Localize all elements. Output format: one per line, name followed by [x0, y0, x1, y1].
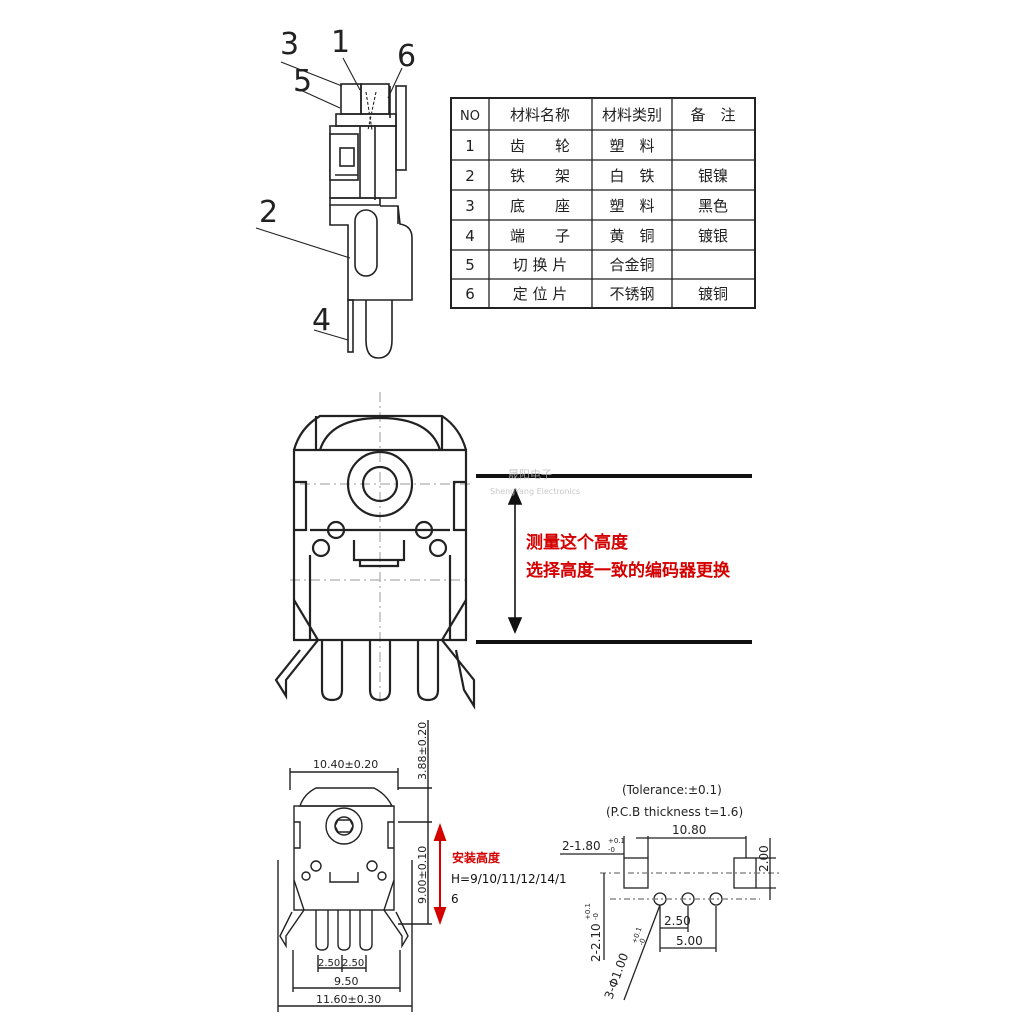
- dim-height-body: 9.00±0.10: [416, 846, 429, 904]
- dim-pins-span: 9.50: [334, 975, 359, 988]
- dim-pitch-right: 2.50: [342, 958, 364, 969]
- shaft-outer: [325, 807, 363, 845]
- callout-2: 2: [259, 195, 278, 230]
- exploded-view-callouts: 3 1 6 5 2 4: [259, 25, 416, 338]
- dim-pitch-left: 2.50: [318, 958, 340, 969]
- install-height-values-cont: 6: [451, 892, 459, 906]
- bracket-part: [329, 205, 413, 301]
- switch-slot: [352, 540, 406, 568]
- measure-instruction-2: 选择高度一致的编码器更换: [526, 560, 731, 581]
- pcb-slot-dim: 2-1.80: [562, 839, 601, 853]
- pcb-slot-vertical-tol-upper: +0.1: [584, 903, 592, 920]
- table-header-name: 材料名称: [510, 106, 570, 124]
- terminal-pin: [337, 910, 351, 951]
- table-cell-name: 定 位 片: [513, 285, 568, 303]
- pcb-footprint-view: (Tolerance:±0.1) (P.C.B thickness t=1.6)…: [560, 783, 780, 1001]
- left-bracket-leg: [279, 879, 305, 949]
- table-cell-remark: 银镍: [698, 167, 728, 185]
- measure-view: 晟阳电子 ShengYang Electronics 测量这个高度 选择高度一致…: [274, 392, 752, 710]
- right-bracket-leg: [440, 599, 476, 710]
- table-cell-name: 端 子: [510, 227, 570, 245]
- table-cell-remark: 镀银: [698, 227, 728, 245]
- exploded-view: [255, 57, 413, 359]
- pcb-thickness: (P.C.B thickness t=1.6): [606, 805, 743, 819]
- table-cell-remark: 镀铜: [698, 285, 728, 303]
- pcb-tolerance: (Tolerance:±0.1): [622, 783, 722, 797]
- terminal-pin: [368, 640, 392, 702]
- table-cell-category: 合金铜: [609, 256, 654, 274]
- table-cell-no: 3: [465, 197, 475, 215]
- table-cell-no: 2: [465, 167, 475, 185]
- table-cell-no: 6: [465, 285, 475, 303]
- table-cell-category: 不锈钢: [609, 285, 654, 303]
- terminal-pin: [347, 299, 354, 353]
- table-cell-name: 齿 轮: [510, 137, 570, 155]
- table-cell-no: 4: [465, 227, 475, 245]
- dim-width-top: 10.40±0.20: [313, 758, 378, 771]
- encoder-dome: [292, 414, 468, 451]
- table-cell-category: 黄 铜: [609, 227, 654, 245]
- mount-hole: [428, 538, 448, 558]
- pcb-slot-tol-lower: -0: [608, 846, 615, 854]
- table-cell-category: 塑 料: [609, 197, 654, 215]
- callout-6: 6: [397, 39, 416, 74]
- terminal-pin: [416, 640, 440, 702]
- encoder-housing: [292, 448, 468, 642]
- table-cell-name: 切 换 片: [513, 256, 568, 274]
- table-cell-name: 底 座: [510, 197, 570, 215]
- base-part: [340, 83, 362, 115]
- pcb-width-dim: 10.80: [672, 823, 706, 837]
- callout-1: 1: [331, 25, 350, 60]
- encoder-top: [299, 787, 394, 807]
- callout-4: 4: [312, 303, 331, 338]
- mount-hole: [311, 538, 331, 558]
- right-bracket-leg: [383, 879, 409, 949]
- shaft-inner: [361, 465, 399, 503]
- terminal-leg: [365, 300, 393, 359]
- watermark-cn: 晟阳电子: [508, 468, 552, 481]
- pcb-slot-vertical-tol-lower: -0: [592, 913, 600, 920]
- table-header-remark: 备 注: [690, 106, 735, 124]
- install-height-label: 安装高度: [452, 850, 501, 865]
- pcb-height-dim: 2.00: [757, 845, 771, 872]
- shaft-outer: [346, 450, 414, 518]
- table-cell-no: 5: [465, 256, 475, 274]
- table-cell-remark: 黑色: [698, 197, 728, 215]
- dimension-view: 10.40±0.20 3.88±0.20 9.00±0.10 2.50 2.50…: [277, 720, 567, 1012]
- terminal-pin: [315, 910, 329, 951]
- mount-hole: [326, 520, 346, 540]
- table-header-category: 材料类别: [602, 106, 662, 124]
- pcb-hole-tol-lower: -0: [637, 937, 647, 946]
- terminal-pin: [320, 640, 344, 702]
- callout-5: 5: [293, 64, 312, 99]
- table-cell-category: 塑 料: [609, 137, 654, 155]
- encoder-housing: [293, 805, 395, 911]
- left-bracket-leg: [274, 599, 320, 700]
- dim-height-top: 3.88±0.20: [416, 722, 429, 780]
- install-height-values: H=9/10/11/12/14/1: [451, 872, 567, 886]
- pcb-pitch-dim: 2.50: [664, 914, 691, 928]
- pcb-slot-vertical-dim: 2-2.10: [589, 923, 603, 962]
- mount-hole: [414, 520, 434, 540]
- table-cell-category: 白 铁: [609, 167, 654, 185]
- pcb-slot-tol-upper: +0.1: [608, 837, 625, 845]
- watermark-en: ShengYang Electronics: [490, 487, 580, 496]
- callout-3: 3: [280, 27, 299, 62]
- measure-instruction-1: 测量这个高度: [526, 532, 629, 553]
- table-cell-no: 1: [465, 137, 475, 155]
- terminal-pin: [359, 910, 373, 951]
- materials-table: NO 材料名称 材料类别 备 注 1 齿 轮 塑 料 2 铁 架 白 铁 银镍 …: [450, 97, 756, 309]
- table-cell-name: 铁 架: [510, 167, 570, 185]
- pcb-span-dim: 5.00: [676, 934, 703, 948]
- table-header-no: NO: [460, 109, 480, 124]
- dim-width-bottom: 11.60±0.30: [316, 993, 381, 1006]
